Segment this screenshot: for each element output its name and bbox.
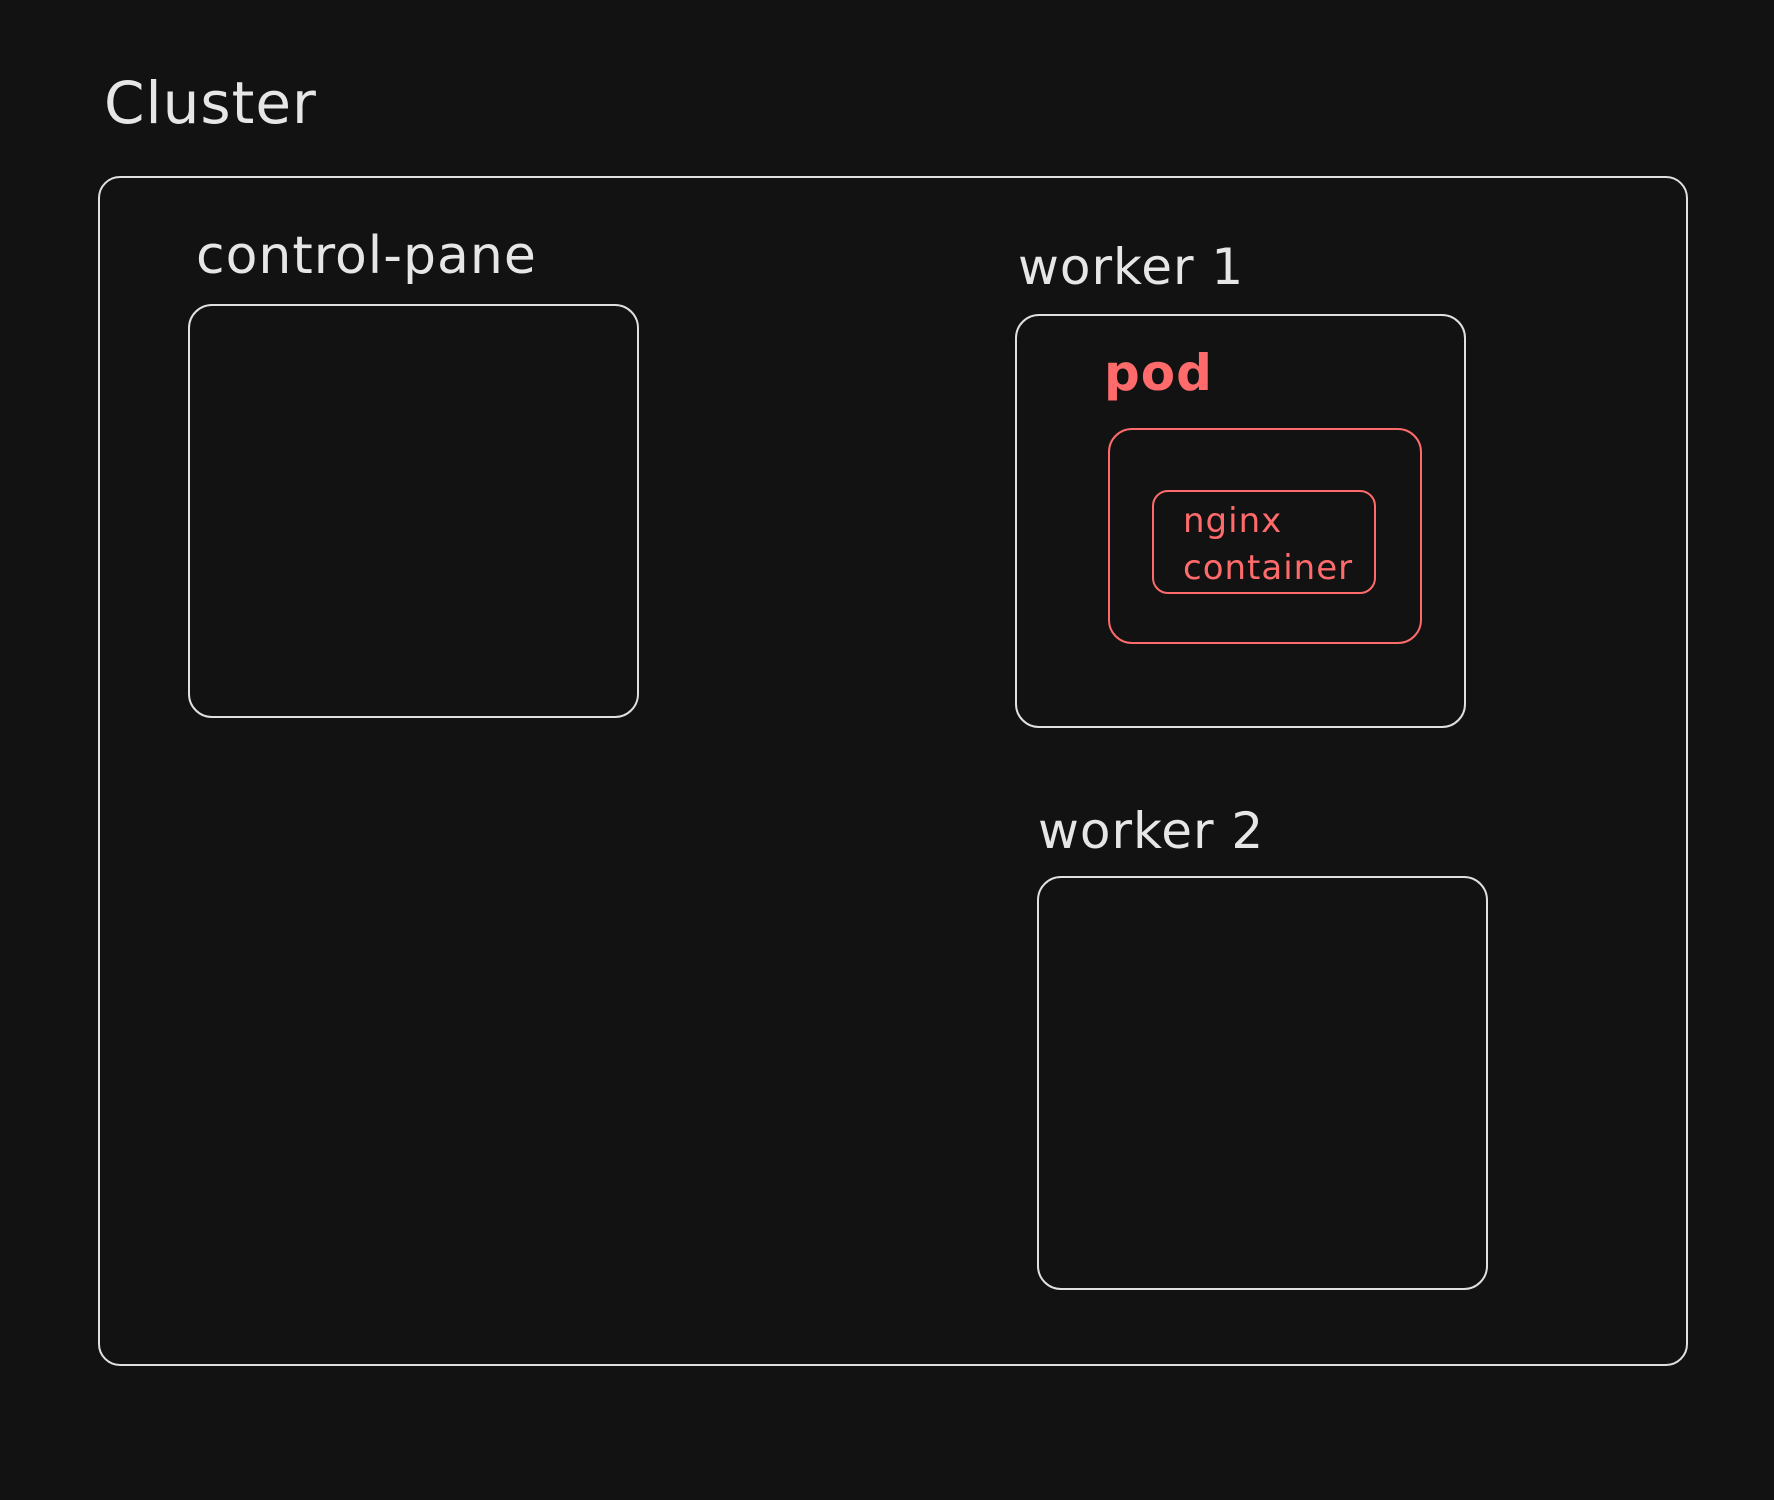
nginx-container-box [1152,490,1376,594]
pod-box [1108,428,1422,644]
container-type-label: container [1183,548,1354,588]
cluster-title: Cluster [104,69,317,137]
control-pane-box [188,304,639,718]
cluster-frame [98,176,1688,1366]
worker-2-title: worker 2 [1038,802,1265,860]
pod-title: pod [1104,344,1213,402]
container-name-label: nginx [1183,501,1283,541]
worker-1-title: worker 1 [1018,238,1245,296]
worker-2-box [1037,876,1488,1290]
control-pane-title: control-pane [196,226,537,286]
worker-1-box [1015,314,1466,728]
